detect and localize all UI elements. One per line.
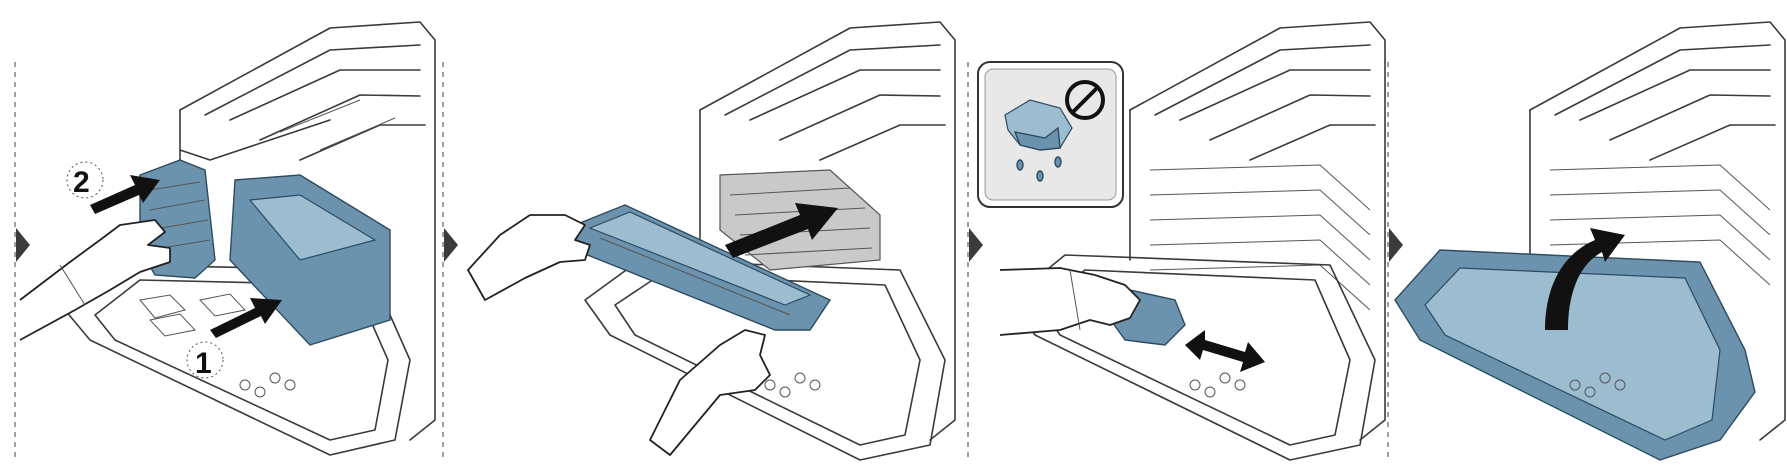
step-marker-1 <box>16 228 30 262</box>
hand-3 <box>999 267 1141 336</box>
panel-step-3 <box>977 21 1386 461</box>
hand-1 <box>19 219 171 341</box>
arrow-insert <box>725 203 838 258</box>
arrow-step-2 <box>90 175 160 214</box>
step-marker-4 <box>1389 228 1403 262</box>
panel-step-4 <box>1394 21 1786 461</box>
step-number-1: 1 <box>195 347 212 380</box>
step-marker-3 <box>969 228 983 262</box>
hand-2b <box>649 329 771 456</box>
step-number-2: 2 <box>73 166 90 199</box>
hand-2a <box>467 214 591 301</box>
prohibition-icon <box>1065 80 1105 120</box>
arrow-wipe <box>1185 330 1265 372</box>
step-marker-2 <box>444 228 458 262</box>
arrow-step-1 <box>210 298 282 338</box>
panel-step-2 <box>467 21 956 461</box>
panel-step-1: 2 1 <box>19 21 436 456</box>
arrow-close <box>1545 228 1625 330</box>
